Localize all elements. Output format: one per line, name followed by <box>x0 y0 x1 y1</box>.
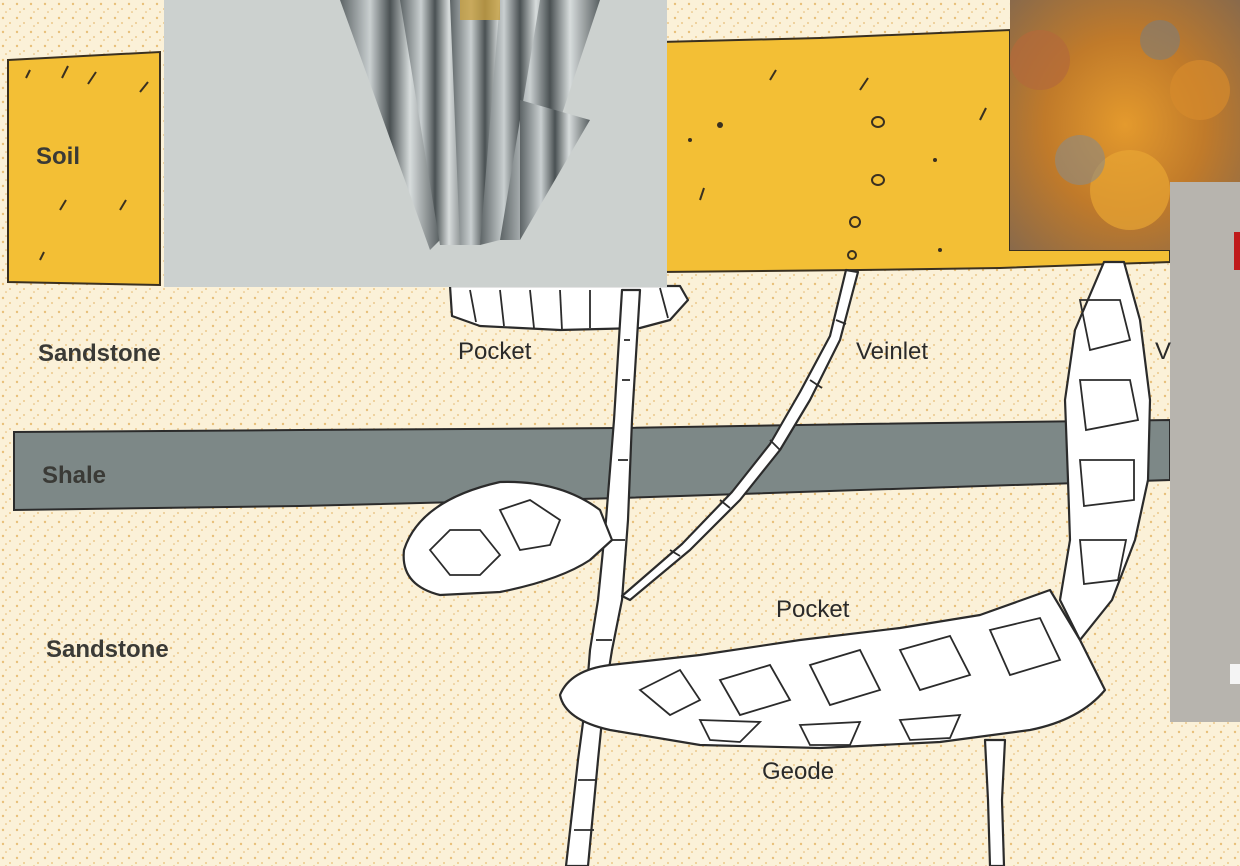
feature-label-veinlet: Veinlet <box>856 338 928 366</box>
layer-label-sandstone-upper: Sandstone <box>38 340 161 368</box>
layer-label-soil: Soil <box>36 143 80 171</box>
feature-label-pocket-lower: Pocket <box>776 596 849 624</box>
feature-label-pocket-upper: Pocket <box>458 338 531 366</box>
feature-label-veinlet-partial: V <box>1155 338 1171 366</box>
layer-label-sandstone-lower: Sandstone <box>46 636 169 664</box>
upper-pocket <box>450 286 688 330</box>
feature-label-geode: Geode <box>762 758 834 786</box>
grey-specimen-photo <box>1170 182 1240 722</box>
stibnite-crystal-photo <box>164 0 667 287</box>
layer-label-shale: Shale <box>42 462 106 490</box>
